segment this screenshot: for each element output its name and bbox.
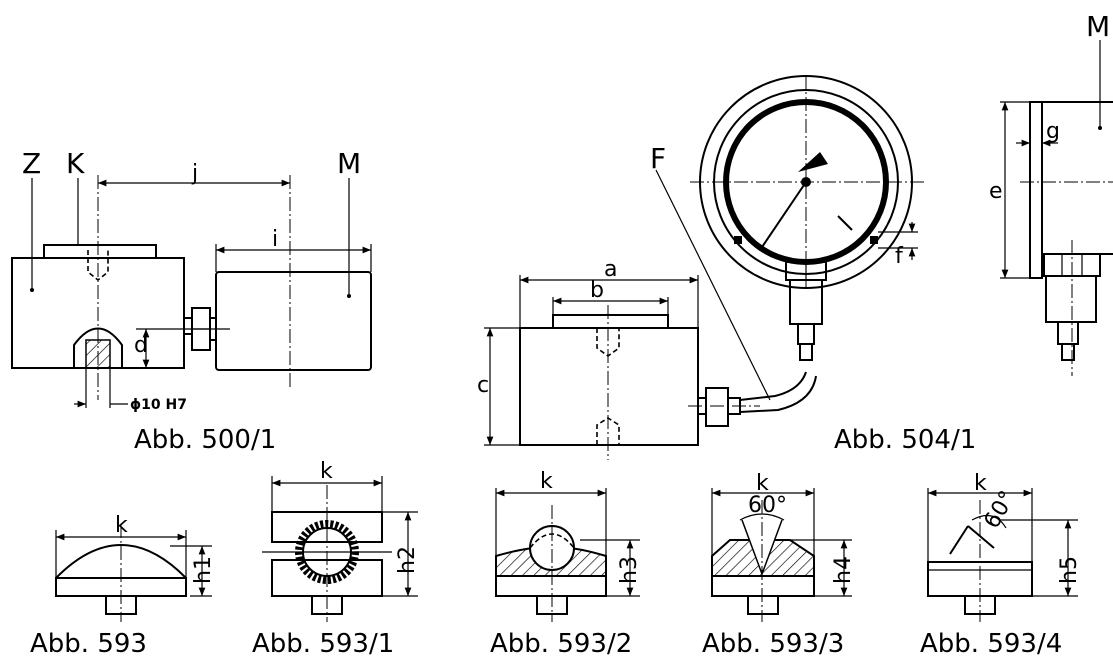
caption-abb-593-1: Abb. 593/1 bbox=[252, 629, 394, 659]
dim-i: i bbox=[272, 227, 278, 252]
dim-b: b bbox=[590, 278, 604, 303]
dim-f: f bbox=[895, 244, 904, 269]
label-Z: Z bbox=[22, 147, 41, 180]
figure-593-1: k h2 Abb. 593/1 bbox=[252, 459, 420, 659]
dim-h1: h1 bbox=[191, 556, 216, 584]
load-cell-body bbox=[519, 327, 699, 446]
dim-k: k bbox=[540, 469, 553, 494]
dim-c: c bbox=[477, 373, 489, 398]
dim-h4: h4 bbox=[831, 556, 856, 584]
dim-h5: h5 bbox=[1057, 556, 1082, 584]
label-M-side: M bbox=[1086, 10, 1110, 43]
dim-a: a bbox=[604, 257, 617, 282]
dim-e: e bbox=[989, 179, 1003, 204]
dim-g: g bbox=[1046, 119, 1060, 144]
figure-593-2: k h3 Abb. 593/2 bbox=[490, 469, 642, 659]
dim-k: k bbox=[756, 471, 769, 496]
angle-60: 60° bbox=[748, 493, 787, 518]
dim-k: k bbox=[320, 459, 333, 484]
dim-k: k bbox=[974, 471, 987, 496]
load-button bbox=[43, 244, 157, 259]
dim-h2: h2 bbox=[395, 546, 420, 574]
dim-phi: ϕ10 H7 bbox=[130, 397, 187, 413]
label-K: K bbox=[66, 147, 85, 180]
dim-h3: h3 bbox=[617, 556, 642, 584]
caption-abb-593: Abb. 593 bbox=[30, 629, 147, 659]
dim-k: k bbox=[115, 513, 128, 538]
figure-593-3: k 60° h4 Abb. 593/3 bbox=[702, 471, 856, 659]
figure-504-1: F M a b c f e g Abb. 504/1 bbox=[477, 10, 1113, 460]
caption-abb-593-4: Abb. 593/4 bbox=[920, 629, 1062, 659]
label-M: M bbox=[337, 147, 361, 180]
gauge-side-view bbox=[1029, 101, 1043, 279]
figure-593-4: k 60° h5 Abb. 593/4 bbox=[920, 471, 1082, 659]
dim-d: d bbox=[134, 333, 148, 358]
figure-500-1: Z K M j i d ϕ10 H7 Abb. 500/1 bbox=[11, 147, 372, 455]
caption-abb-593-3: Abb. 593/3 bbox=[702, 629, 844, 659]
figure-593: k h1 Abb. 593 bbox=[30, 513, 216, 659]
dim-j: j bbox=[191, 161, 198, 186]
caption-abb-593-2: Abb. 593/2 bbox=[490, 629, 632, 659]
amplifier-box bbox=[215, 271, 372, 371]
caption-abb-504-1: Abb. 504/1 bbox=[834, 425, 976, 455]
label-F: F bbox=[650, 142, 666, 175]
caption-abb-500-1: Abb. 500/1 bbox=[134, 425, 276, 455]
